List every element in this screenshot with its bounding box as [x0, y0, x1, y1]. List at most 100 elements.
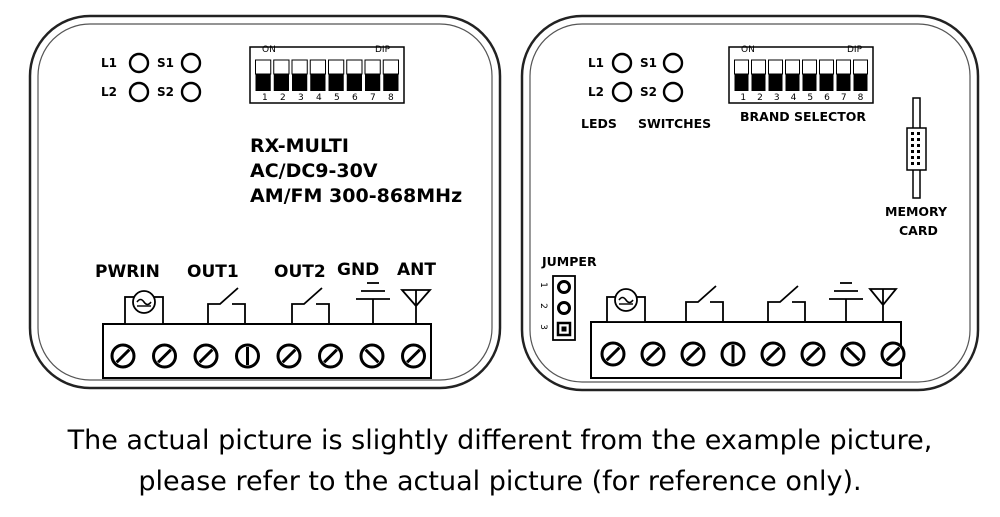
left-board-outline [28, 14, 502, 390]
jumper-pin-1: 1 [537, 282, 548, 288]
led-l2-label: L2 [101, 85, 117, 99]
dip-key-5[interactable] [328, 59, 345, 75]
dip-number-8: 8 [857, 93, 864, 103]
antenna-symbol [868, 288, 898, 322]
disclaimer-caption: The actual picture is slightly different… [0, 420, 1000, 502]
dip-number-6: 6 [824, 93, 830, 103]
dip-key-7[interactable] [364, 59, 381, 75]
dip-key-lever-8 [383, 74, 399, 91]
frequency-range: AM/FM 300-868MHz [250, 185, 463, 207]
memory-pin [917, 150, 920, 153]
relay-out1-symbol [685, 285, 724, 322]
dip-key-lever-1 [734, 74, 749, 91]
screw-slot-6 [323, 348, 338, 364]
screw-slot-1 [605, 346, 621, 362]
dip-key-2[interactable] [273, 59, 290, 75]
switch-s1-label: S1 [157, 56, 174, 70]
led-l1-label: L1 [588, 56, 604, 70]
jumper-pin-numbers: 1 2 3 [537, 280, 552, 340]
dip-number-4: 4 [790, 93, 797, 103]
dip-number-4: 4 [316, 93, 322, 103]
dip-key-lever-5 [802, 74, 817, 91]
memory-card-slot [906, 97, 927, 199]
switch-s1-circle[interactable] [662, 52, 684, 74]
dip-number-7: 7 [840, 93, 847, 103]
dip-on-label: ON [262, 45, 276, 55]
led-l1-circle [128, 52, 150, 74]
dip-key-lever-7 [836, 74, 851, 91]
switch-s2-label: S2 [640, 85, 657, 99]
dip-key-1[interactable] [255, 59, 272, 75]
dip-key-4[interactable] [309, 59, 326, 75]
memory-pin [911, 156, 914, 159]
dip-key-lever-8 [853, 74, 868, 91]
dip-switch[interactable] [249, 46, 405, 104]
switch-s2-circle[interactable] [180, 81, 202, 103]
dip-key-6[interactable] [346, 59, 363, 75]
out1-label: OUT1 [187, 262, 239, 282]
dip-on-label: ON [741, 45, 755, 55]
dip-label: DIP [375, 45, 391, 55]
memory-pin [917, 132, 920, 135]
dip-number-1: 1 [740, 93, 747, 103]
dip-key-lever-4 [785, 74, 800, 91]
memory-pin [917, 162, 920, 165]
ac-power-symbol [124, 290, 164, 325]
screw-slot-6 [805, 346, 821, 362]
dip-number-5: 5 [334, 93, 340, 103]
jumper-pin-3: 3 [537, 324, 548, 330]
dip-key-lever-3 [292, 74, 308, 91]
memory-pin [911, 144, 914, 147]
dip-key-lever-1 [255, 74, 271, 91]
switch-s1-circle[interactable] [180, 52, 202, 74]
gnd-label: GND [337, 260, 380, 280]
dip-label: DIP [847, 45, 863, 55]
memory-pin [917, 156, 920, 159]
memory-pin [911, 132, 914, 135]
terminal-block [102, 323, 432, 379]
dip-number-2: 2 [757, 93, 763, 103]
dip-switch[interactable] [728, 46, 874, 104]
screw-slot-2 [645, 346, 661, 362]
dip-key-lever-2 [273, 74, 289, 91]
relay-out1-symbol [207, 287, 246, 324]
out2-label: OUT2 [274, 262, 326, 282]
screw-slot-5 [765, 346, 781, 362]
jumper-header[interactable] [552, 275, 576, 341]
dip-key-4[interactable] [785, 59, 800, 75]
dip-number-6: 6 [352, 93, 358, 103]
jumper-pin-2: 2 [537, 303, 548, 309]
memory-pin [917, 138, 920, 141]
dip-key-1[interactable] [734, 59, 749, 75]
led-l1-label: L1 [101, 56, 117, 70]
dip-key-8[interactable] [853, 59, 868, 75]
led-l1-circle [611, 52, 633, 74]
led-l2-circle [128, 81, 150, 103]
right-board-outline [520, 14, 980, 392]
switch-s2-circle[interactable] [662, 81, 684, 103]
screw-slot-7 [845, 346, 861, 362]
relay-out2-symbol [291, 287, 330, 324]
ground-symbol [829, 282, 863, 322]
dip-key-6[interactable] [819, 59, 834, 75]
pwrin-label: PWRIN [95, 262, 160, 282]
dip-number-1: 1 [262, 93, 268, 103]
dip-key-5[interactable] [802, 59, 817, 75]
screw-slot-8 [885, 346, 901, 362]
dip-key-3[interactable] [291, 59, 308, 75]
device-info: RX-MULTI AC/DC9-30V AM/FM 300-868MHz [250, 134, 462, 209]
dip-key-2[interactable] [751, 59, 766, 75]
dip-number-3: 3 [298, 93, 304, 103]
dip-key-3[interactable] [768, 59, 783, 75]
dip-number-5: 5 [807, 93, 814, 103]
dip-key-lever-6 [819, 74, 834, 91]
jumper-label: JUMPER [542, 254, 597, 269]
dip-key-8[interactable] [382, 59, 399, 75]
led-l2-label: L2 [588, 85, 604, 99]
screw-slot-7 [364, 348, 380, 364]
dip-key-7[interactable] [836, 59, 851, 75]
